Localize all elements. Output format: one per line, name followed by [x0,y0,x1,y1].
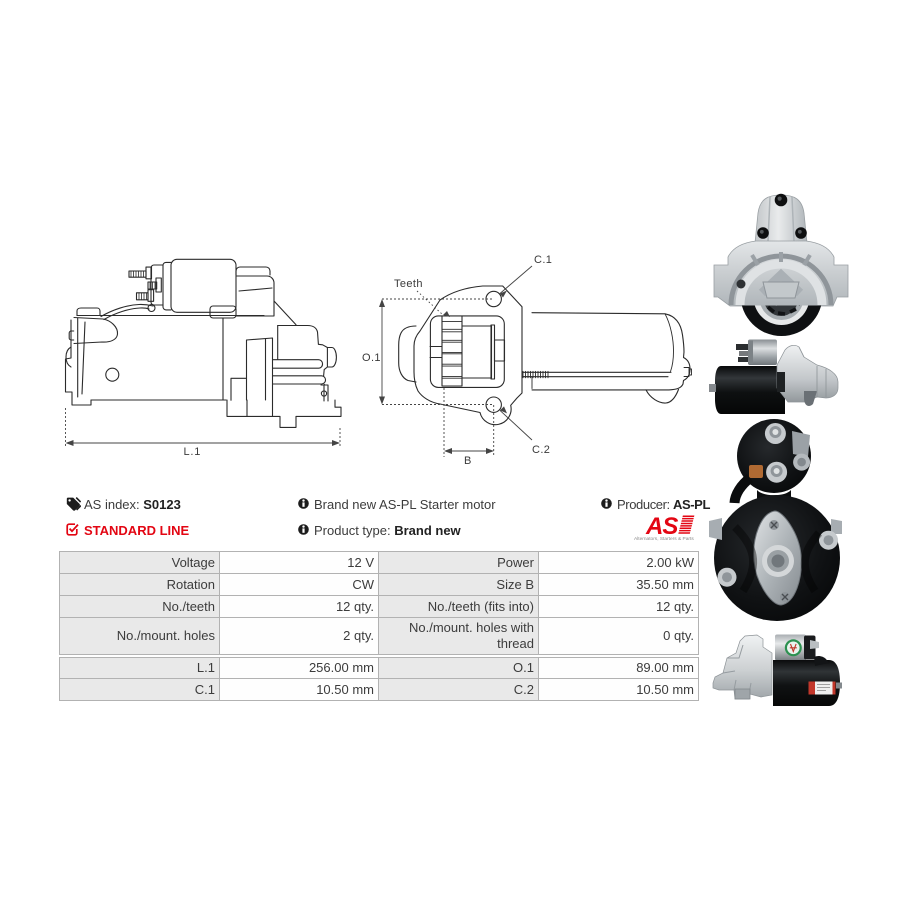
svg-text:C.1: C.1 [534,254,552,266]
svg-text:Alternators, Starters & Parts: Alternators, Starters & Parts [634,536,694,542]
svg-text:AS: AS [645,513,678,540]
svg-text:C.2: C.2 [532,444,550,456]
svg-text:B: B [464,455,472,467]
svg-text:Teeth: Teeth [394,278,423,290]
svg-text:O.1: O.1 [362,352,381,364]
svg-text:L.1: L.1 [184,446,202,458]
